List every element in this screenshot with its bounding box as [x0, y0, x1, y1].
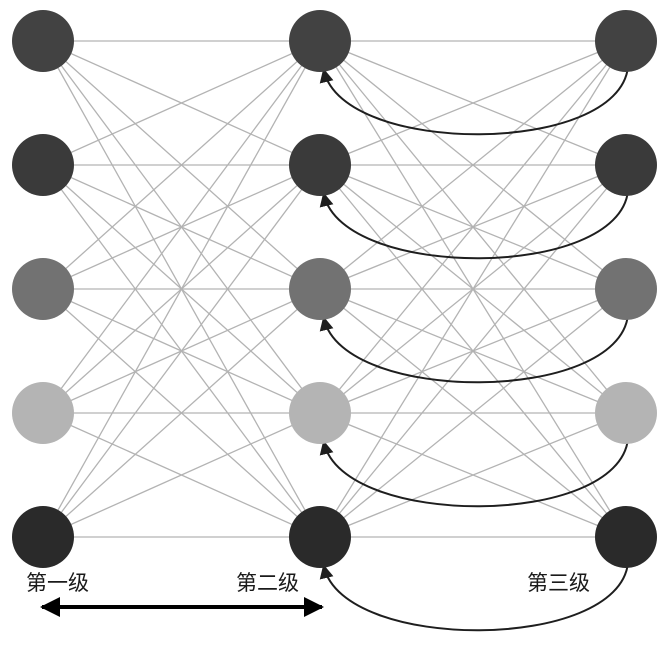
- edge-c0-4-1: [42, 164, 321, 538]
- node-c1-r2: [289, 258, 351, 320]
- connection-edges: [42, 40, 627, 538]
- feedback-arc-4: [319, 562, 629, 632]
- feedback-arc-1: [319, 190, 629, 260]
- node-c2-r4: [595, 506, 657, 568]
- feedback-arc-3: [319, 438, 629, 508]
- stage-label-third: 第三级: [527, 571, 590, 595]
- feedback-arc-2: [319, 314, 629, 384]
- node-c0-r4: [12, 506, 74, 568]
- node-c2-r1: [595, 134, 657, 196]
- node-c2-r2: [595, 258, 657, 320]
- edge-c1-3-0: [319, 40, 627, 414]
- edge-c1-1-0: [319, 40, 627, 166]
- edge-c1-4-0: [319, 40, 627, 538]
- edge-c0-3-0: [42, 40, 321, 414]
- stage-label-first: 第一级: [26, 571, 89, 595]
- edge-c1-2-0: [319, 40, 627, 290]
- node-c1-r4: [289, 506, 351, 568]
- edge-c0-4-3: [42, 412, 321, 538]
- edge-c0-4-2: [42, 288, 321, 538]
- edge-c1-4-3: [319, 412, 627, 538]
- node-c0-r2: [12, 258, 74, 320]
- node-c2-r0: [595, 10, 657, 72]
- edge-c1-4-2: [319, 288, 627, 538]
- node-c1-r3: [289, 382, 351, 444]
- node-c0-r3: [12, 382, 74, 444]
- feedback-arc-0: [319, 66, 629, 136]
- edge-c0-4-0: [42, 40, 321, 538]
- edge-c0-1-0: [42, 40, 321, 166]
- node-c0-r0: [12, 10, 74, 72]
- neuron-nodes: [12, 10, 657, 568]
- node-c0-r1: [12, 134, 74, 196]
- stage-label-second: 第二级: [236, 571, 299, 595]
- edge-c0-2-0: [42, 40, 321, 290]
- node-c1-r1: [289, 134, 351, 196]
- node-c1-r0: [289, 10, 351, 72]
- node-c2-r3: [595, 382, 657, 444]
- edge-c1-4-1: [319, 164, 627, 538]
- feedback-arcs: [319, 66, 629, 632]
